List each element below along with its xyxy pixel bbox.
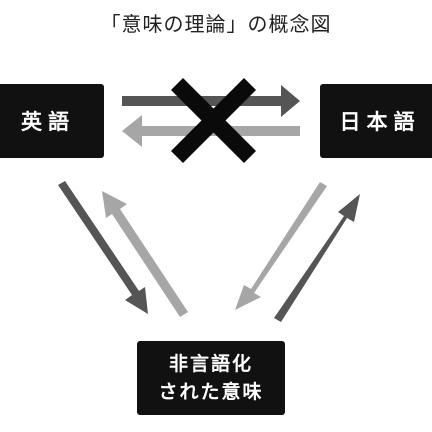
cross-mark — [170, 77, 257, 164]
node-japanese: 日本語 — [320, 84, 432, 158]
node-english-label: 英語 — [21, 110, 75, 134]
node-english: 英語 — [0, 84, 104, 158]
arrow-japanese-to-meaning — [235, 182, 327, 310]
node-japanese-label: 日本語 — [339, 110, 421, 134]
arrow-english-to-japanese — [122, 85, 300, 117]
arrow-meaning-to-japanese — [274, 194, 360, 322]
node-nonverbal-line2: された意味 — [158, 381, 264, 403]
node-nonverbal-meaning: 非言語化 された意味 — [137, 341, 285, 415]
node-nonverbal-line1: 非言語化 — [168, 353, 253, 375]
arrow-english-to-meaning — [58, 181, 148, 314]
arrow-meaning-to-english — [102, 191, 188, 317]
page-title: 「意味の理論」の概念図 — [100, 12, 332, 36]
